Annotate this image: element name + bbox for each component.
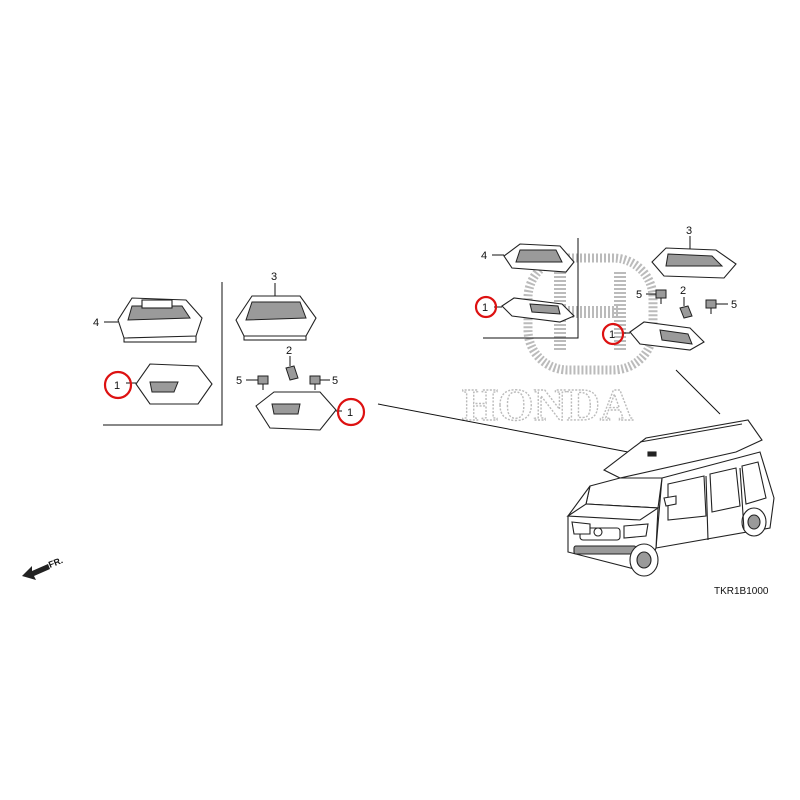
part-4-roof-light-right: [503, 243, 575, 273]
diagram-code: TKR1B1000: [714, 586, 769, 597]
right-group-frame: [483, 238, 579, 339]
callout-1-left: 1: [114, 380, 120, 392]
callout-4-right: 4: [481, 250, 487, 262]
vehicle-illustration: [566, 419, 775, 577]
part-3-map-light-right: [651, 247, 737, 279]
part-2-bulb-right: [679, 305, 693, 319]
part-1-lens-left: [135, 363, 213, 405]
leader-right-to-vehicle: [675, 369, 721, 415]
part-5-screw-center-left: [257, 375, 269, 390]
callout-1-right-upper: 1: [482, 302, 488, 314]
callout-5-right-right: 5: [731, 299, 737, 311]
callout-4-left: 4: [93, 317, 99, 329]
honda-wordmark: HONDA: [462, 379, 633, 430]
front-label: FR.: [47, 555, 64, 570]
part-4-roof-light-left: [117, 297, 203, 343]
part-5-screw-center-right: [309, 375, 321, 390]
highlight-circle-1-left: [103, 370, 133, 400]
part-5-screw-right-left: [655, 289, 667, 304]
callout-2-center: 2: [286, 345, 292, 357]
callout-3-right: 3: [686, 225, 692, 237]
callout-2-right: 2: [680, 285, 686, 297]
part-2-bulb-center: [285, 365, 299, 381]
highlight-circle-1-right-upper: [474, 295, 498, 319]
left-group-frame: [103, 282, 223, 426]
part-3-map-light-center: [235, 295, 317, 341]
callout-5-right-left: 5: [636, 289, 642, 301]
honda-watermark: HONDA: [461, 253, 658, 431]
front-direction-indicator: FR.: [22, 555, 64, 580]
callout-5-center-left: 5: [236, 375, 242, 387]
part-1-lens-right-lower: [629, 321, 705, 351]
callout-5-center-right: 5: [332, 375, 338, 387]
part-5-screw-right-right: [705, 299, 717, 314]
part-1-lens-center: [255, 391, 337, 431]
highlight-circle-1-center: [336, 397, 366, 427]
leader-to-vehicle: [377, 403, 629, 453]
callout-3-center: 3: [271, 271, 277, 283]
part-1-lens-right-upper: [501, 297, 575, 323]
callout-1-center: 1: [347, 407, 353, 419]
highlight-circle-1-right-lower: [601, 322, 625, 346]
callout-1-right-lower: 1: [609, 329, 615, 341]
